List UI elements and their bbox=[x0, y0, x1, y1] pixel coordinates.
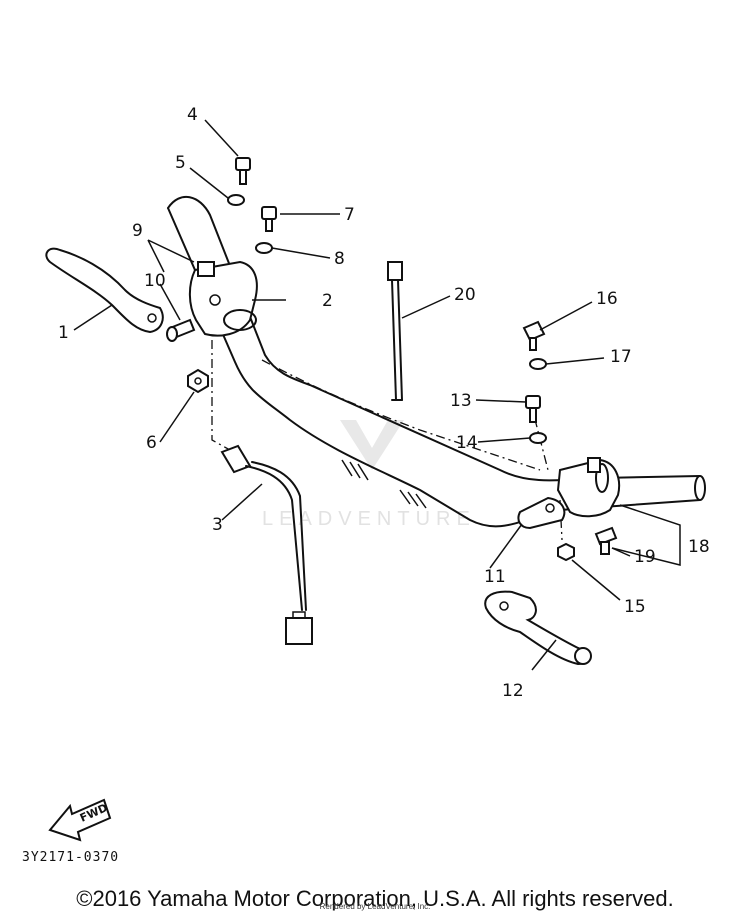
callout-18: 18 bbox=[688, 537, 710, 557]
part-19-bolt bbox=[594, 526, 618, 555]
copyright-notice: ©2016 Yamaha Motor Corporation, U.S.A. A… bbox=[76, 886, 674, 911]
callout-11: 11 bbox=[484, 567, 506, 587]
part-7-screw bbox=[261, 206, 277, 232]
part-2-lever-holder bbox=[188, 260, 258, 337]
part-15-nut bbox=[557, 542, 575, 562]
diagram-code: 3Y2171-0370 bbox=[22, 850, 120, 865]
watermark-text: LEADVENTURE bbox=[262, 508, 476, 530]
callout-4: 4 bbox=[187, 105, 198, 125]
callout-10: 10 bbox=[144, 271, 166, 291]
part-3-clutch-switch bbox=[220, 444, 313, 645]
callout-3: 3 bbox=[212, 515, 223, 535]
rendered-by-notice: Rendered by LeadVenture, Inc. bbox=[319, 902, 431, 911]
part-6-nut bbox=[187, 368, 209, 394]
part-4-bolt bbox=[235, 157, 251, 185]
part-18-right-holder bbox=[556, 457, 620, 518]
callout-5: 5 bbox=[175, 153, 186, 173]
callout-2: 2 bbox=[322, 291, 333, 311]
callout-14: 14 bbox=[456, 433, 478, 453]
part-5-washer bbox=[227, 194, 245, 206]
callout-17: 17 bbox=[610, 347, 632, 367]
callout-9: 9 bbox=[132, 221, 143, 241]
part-13-screw bbox=[525, 395, 541, 423]
callout-12: 12 bbox=[502, 681, 524, 701]
part-20-cable-tie bbox=[387, 261, 403, 401]
part-14-washer bbox=[529, 432, 547, 444]
part-10-pivot-bolt bbox=[166, 318, 196, 342]
part-12-brake-lever bbox=[484, 590, 592, 666]
callout-8: 8 bbox=[334, 249, 345, 269]
callout-1: 1 bbox=[58, 323, 69, 343]
callout-20: 20 bbox=[454, 285, 476, 305]
fwd-arrow-icon: FWD bbox=[48, 798, 112, 842]
watermark: LEADVENTURE bbox=[262, 420, 476, 530]
leader-lines bbox=[73, 119, 681, 671]
callout-7: 7 bbox=[344, 205, 355, 225]
callouts: 1 2 3 4 5 6 7 8 9 10 11 12 13 14 15 16 1… bbox=[58, 105, 710, 701]
callout-15: 15 bbox=[624, 597, 646, 617]
callout-6: 6 bbox=[146, 433, 157, 453]
callout-13: 13 bbox=[450, 391, 472, 411]
callout-19: 19 bbox=[634, 547, 656, 567]
part-8-washer bbox=[255, 242, 273, 254]
part-11-bracket bbox=[517, 496, 566, 530]
callout-16: 16 bbox=[596, 289, 618, 309]
part-17-washer bbox=[529, 358, 547, 370]
part-16-bolt bbox=[522, 320, 546, 351]
